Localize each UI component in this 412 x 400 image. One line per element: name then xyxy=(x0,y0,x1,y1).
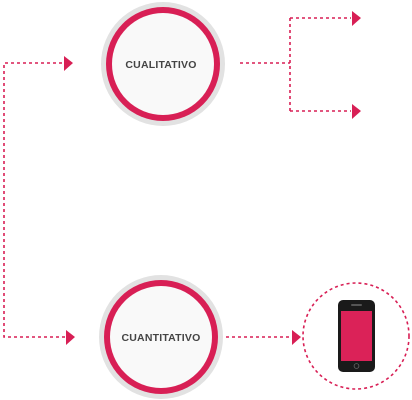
device-badge[interactable] xyxy=(302,282,410,390)
arrow-to-device xyxy=(292,330,301,345)
quantitative-node-face xyxy=(110,286,212,388)
qualitative-node-face xyxy=(112,13,214,115)
arrow-to-output-bottom xyxy=(352,104,361,119)
qualitative-fork-connector xyxy=(240,17,351,112)
smartphone-icon xyxy=(338,300,375,372)
arrow-to-qualitative xyxy=(64,56,73,71)
left-bracket-connector xyxy=(3,62,66,338)
qualitative-node[interactable]: CUALITATIVO xyxy=(101,2,225,126)
arrow-to-quantitative xyxy=(66,330,75,345)
quantitative-node-label: CUANTITATIVO xyxy=(121,332,200,344)
qualitative-node-label: CUALITATIVO xyxy=(125,59,196,71)
arrow-to-output-top xyxy=(352,11,361,26)
quantitative-node[interactable]: CUANTITATIVO xyxy=(99,275,223,399)
device-badge-dashed-circle xyxy=(302,282,410,390)
